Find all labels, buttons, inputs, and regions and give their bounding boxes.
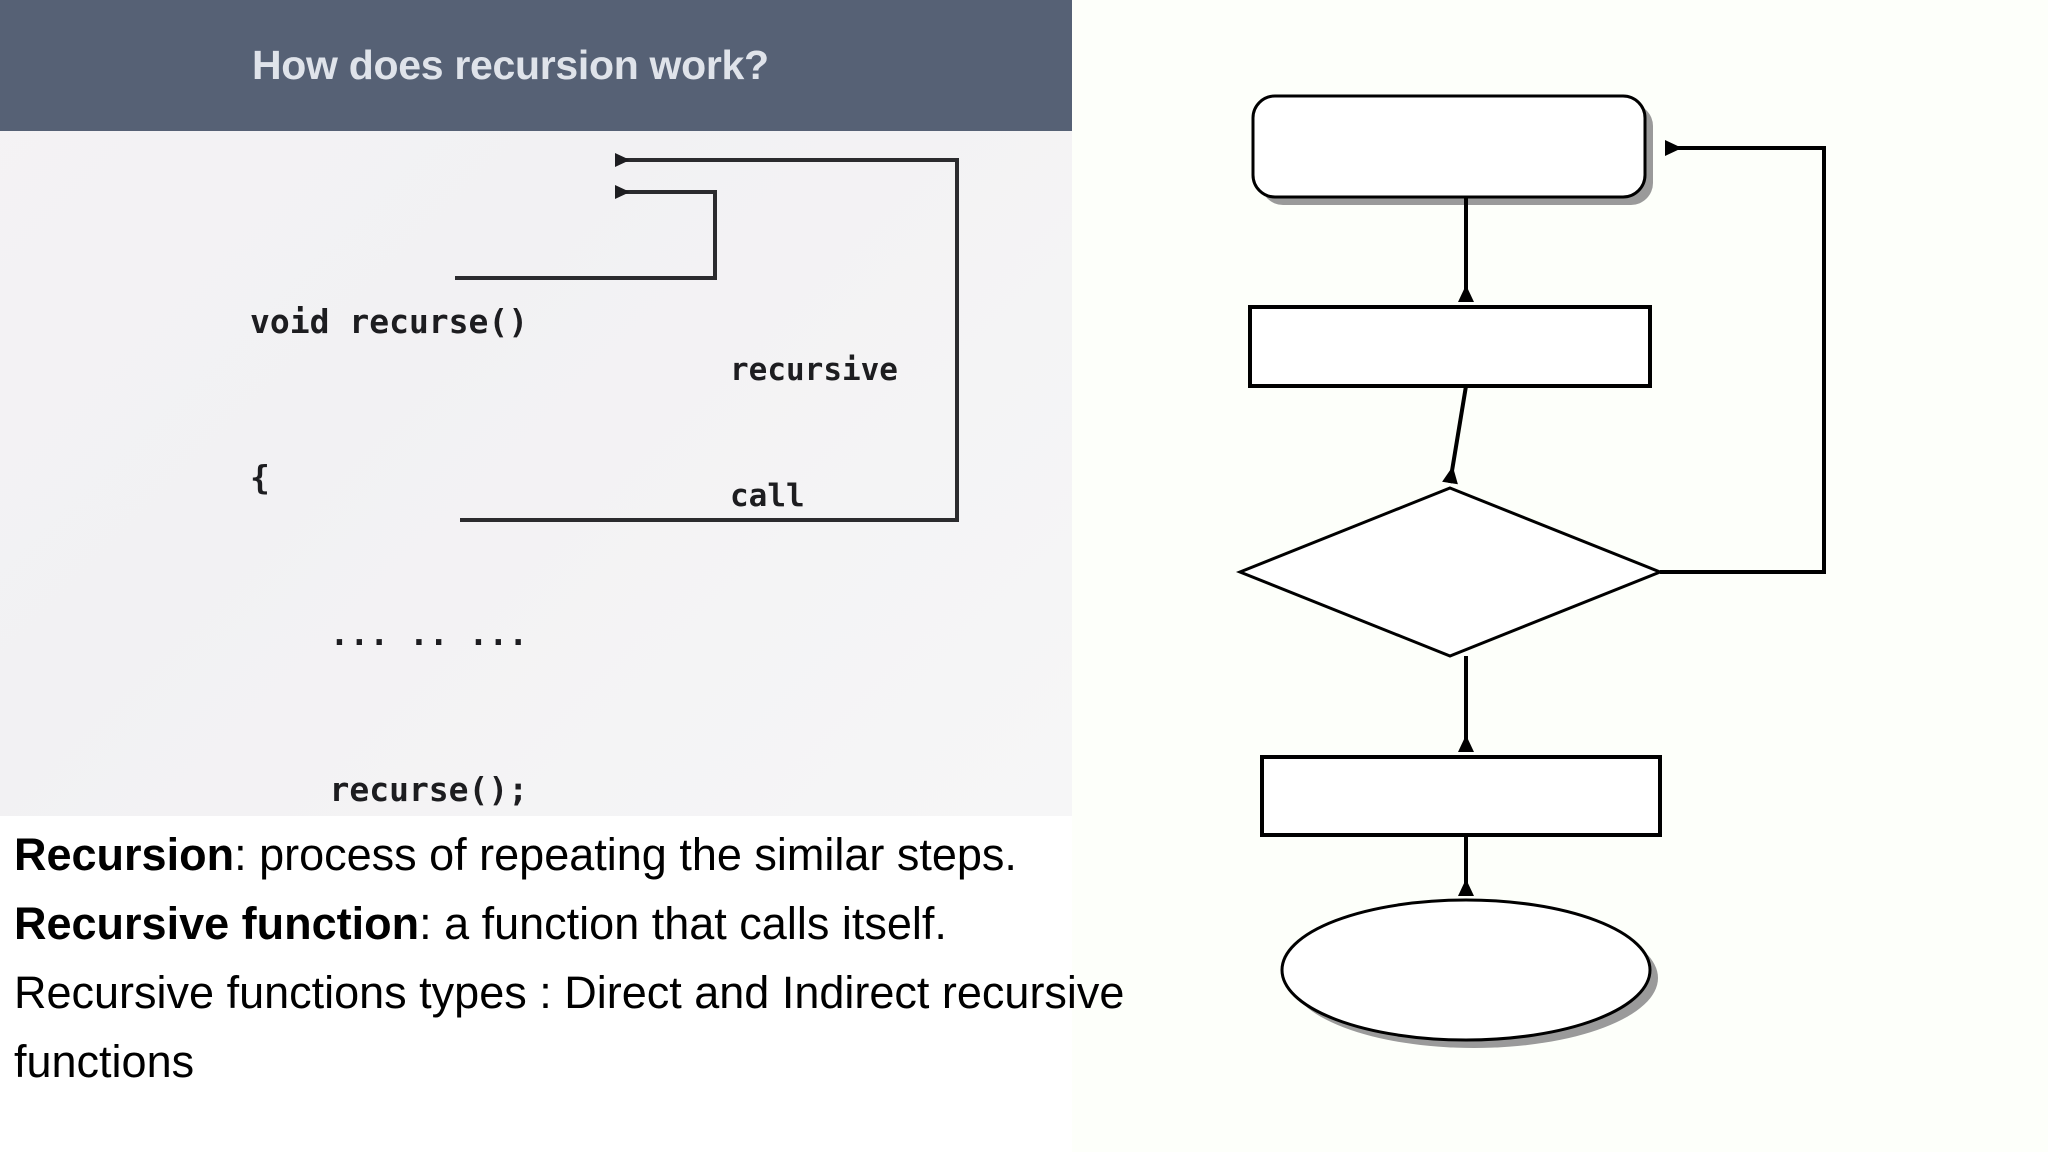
bullet-1-term: Recursion <box>14 829 235 880</box>
bullet-line-3: Recursive functions types : Direct and I… <box>14 958 1304 1096</box>
code-figure-header-bar <box>0 0 1072 131</box>
bullet-line-1: Recursion: process of repeating the simi… <box>14 820 1304 889</box>
bullet-1-text: : process of repeating the similar steps… <box>234 829 1017 880</box>
recursive-call-annotation: recursive call <box>730 265 898 601</box>
bullet-line-2: Recursive function: a function that call… <box>14 889 1304 958</box>
node-statements <box>1248 305 1652 388</box>
code-line: recurse(); <box>250 770 529 809</box>
bullet-2-text: : a function that calls itself. <box>419 898 947 949</box>
code-figure-image: How does recursion work? void recurse() … <box>0 0 1072 816</box>
code-line: ... .. ... <box>250 614 529 653</box>
node-remaining-statements <box>1260 755 1662 837</box>
node-recursive-function <box>1251 94 1647 199</box>
code-line: void recurse() <box>250 302 529 341</box>
bullet-2-term: Recursive function <box>14 898 420 949</box>
code-line: { <box>250 458 270 497</box>
flowchart-shapes <box>1235 94 1826 1048</box>
definition-text-block: Recursion: process of repeating the simi… <box>14 820 1304 1096</box>
node-stop <box>1280 898 1652 1042</box>
bullet-3-text: Recursive functions types : Direct and I… <box>14 967 1125 1087</box>
node-condition <box>1235 486 1665 658</box>
code-figure-title: How does recursion work? <box>252 42 769 88</box>
code-block: void recurse() { ... .. ... recurse(); .… <box>250 192 528 816</box>
annotation-line-1: recursive <box>730 352 898 388</box>
recursion-flowchart: Recursive Function Statements Condition … <box>1072 0 2048 1152</box>
annotation-line-2: call <box>730 478 805 514</box>
edge-condition-true-loopback <box>1660 140 1826 574</box>
edge-statements-to-condition <box>1442 385 1468 485</box>
